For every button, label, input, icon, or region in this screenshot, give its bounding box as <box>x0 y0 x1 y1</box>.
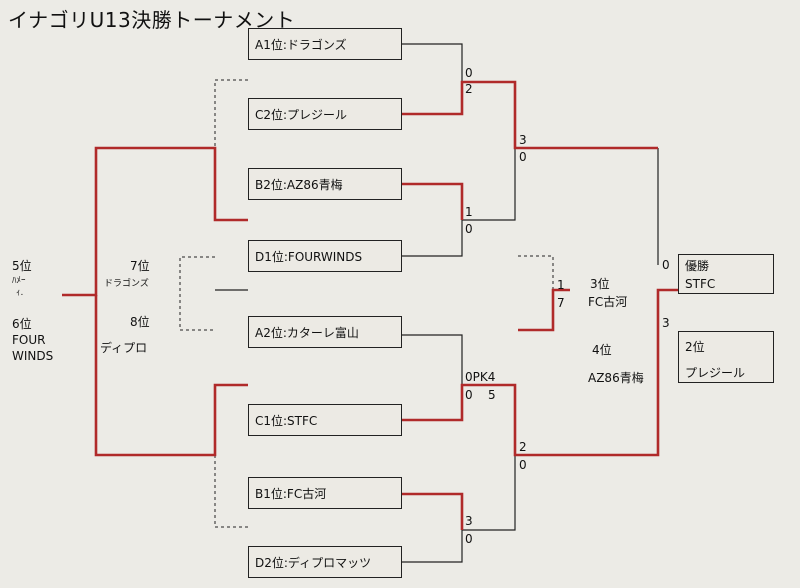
runner-up-box: 2位 プレジール <box>678 331 774 383</box>
team-box-a1: A1位:ドラゴンズ <box>248 28 402 60</box>
team-box-d1: D1位:FOURWINDS <box>248 240 402 272</box>
score-r1m2-bottom: 0 <box>465 222 473 236</box>
score-r1m1-bottom: 2 <box>465 82 473 96</box>
champion-team: STFC <box>685 277 716 291</box>
sixth-place-label: 6位 <box>12 317 32 331</box>
fifth-place-team-line2: ｨ. <box>16 288 24 298</box>
fourth-place-team: AZ86青梅 <box>588 371 644 385</box>
fourth-place-label: 4位 <box>592 343 612 357</box>
fifth-place-team-line1: ﾊﾒｰ <box>12 276 26 286</box>
sixth-place-team-line2: WINDS <box>12 349 54 363</box>
fifth-place-label: 5位 <box>12 259 32 273</box>
score-r1m3-bottom-right: 5 <box>488 388 496 402</box>
score-final-top: 0 <box>662 258 670 272</box>
score-sf1-top: 3 <box>519 133 527 147</box>
score-sf2-top: 2 <box>519 440 527 454</box>
score-r1m4-bottom: 0 <box>465 532 473 546</box>
score-sf2-bottom: 0 <box>519 458 527 472</box>
champion-label: 優勝 <box>685 259 710 273</box>
runner-up-label: 2位 <box>685 340 705 354</box>
score-r1m3-bottom-left: 0 <box>465 388 473 402</box>
team-box-d2: D2位:ディプロマッツ <box>248 546 402 578</box>
eighth-place-team: ディプロ <box>100 341 148 355</box>
team-box-a2: A2位:カターレ富山 <box>248 316 402 348</box>
third-place-label: 3位 <box>590 277 610 291</box>
team-box-c1: C1位:STFC <box>248 404 402 436</box>
score-third-bottom: 7 <box>557 296 565 310</box>
score-final-bottom: 3 <box>662 316 670 330</box>
score-r1m1-top: 0 <box>465 66 473 80</box>
score-third-top: 1 <box>557 278 565 292</box>
score-r1m2-top: 1 <box>465 205 473 219</box>
seventh-place-label: 7位 <box>130 259 150 273</box>
team-box-b2: B2位:AZ86青梅 <box>248 168 402 200</box>
third-place-team: FC古河 <box>588 295 628 309</box>
page-title: イナゴリU13決勝トーナメント <box>8 8 296 32</box>
score-r1m3-top: 0PK4 <box>465 370 496 384</box>
runner-up-team: プレジール <box>685 366 746 380</box>
sixth-place-team-line1: FOUR <box>12 333 46 347</box>
champion-box: 優勝 STFC <box>678 254 774 294</box>
team-box-b1: B1位:FC古河 <box>248 477 402 509</box>
score-sf1-bottom: 0 <box>519 150 527 164</box>
seventh-place-team: ドラゴンズ <box>104 279 149 289</box>
score-r1m4-top: 3 <box>465 514 473 528</box>
eighth-place-label: 8位 <box>130 315 150 329</box>
team-box-c2: C2位:プレジール <box>248 98 402 130</box>
